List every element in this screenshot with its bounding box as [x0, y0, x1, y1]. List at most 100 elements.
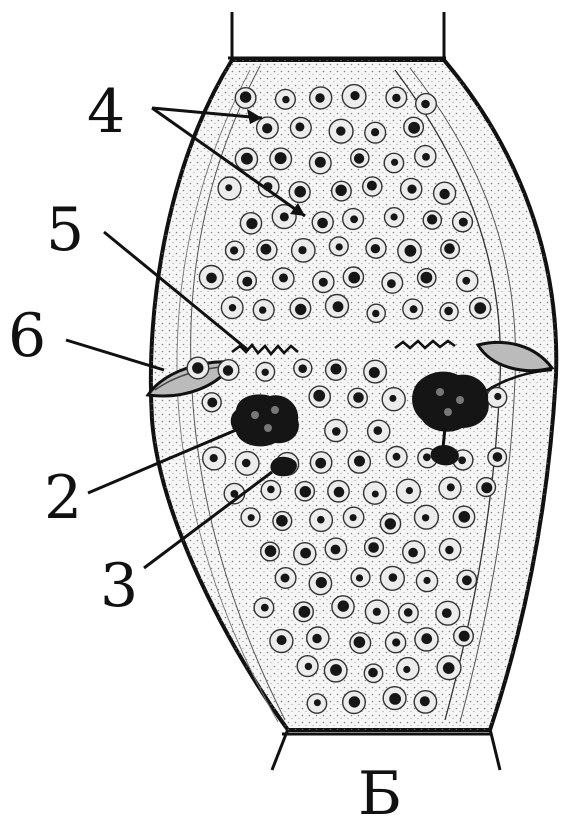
granule-core	[349, 696, 360, 707]
granule-core	[246, 218, 257, 229]
granule-core	[421, 633, 432, 644]
granule-core	[459, 631, 470, 642]
granule-core	[259, 306, 266, 313]
granule-core	[350, 215, 358, 223]
granule-core	[368, 542, 379, 553]
granule-core	[230, 246, 238, 254]
granule-core	[391, 159, 398, 166]
granule-core	[420, 696, 430, 706]
granule-core	[369, 367, 380, 378]
granule-core	[313, 390, 325, 402]
label-5: 5	[46, 200, 84, 260]
granule-core	[385, 518, 396, 529]
granule-core	[242, 459, 251, 468]
label-6: 6	[8, 306, 46, 366]
granule-core	[334, 487, 345, 498]
granule-core	[317, 516, 325, 524]
granule-core	[314, 699, 321, 706]
granule-core	[372, 491, 379, 498]
granule-core	[312, 634, 321, 643]
granule-core	[392, 638, 400, 646]
granule-core	[494, 393, 501, 400]
granule-core	[372, 310, 379, 317]
granule-core	[387, 279, 396, 288]
granule-core	[338, 600, 349, 611]
granule-core	[367, 181, 377, 191]
granule-core	[261, 244, 272, 255]
granule-core	[336, 126, 345, 135]
granule-core	[445, 546, 453, 554]
granule-core	[374, 426, 383, 435]
granule-core	[207, 398, 217, 408]
granule-core	[281, 574, 290, 583]
granule-core	[459, 511, 471, 523]
granule-core	[371, 128, 379, 136]
granule-core	[319, 278, 328, 287]
granule-core	[295, 304, 306, 315]
granule-core	[210, 454, 218, 462]
granule-core	[354, 153, 364, 163]
granule-core	[335, 185, 346, 196]
granule-core	[348, 272, 360, 284]
granule-core	[406, 487, 413, 494]
granule-core	[403, 666, 410, 673]
granule-core	[316, 577, 327, 588]
granule-core	[331, 545, 341, 555]
granule-core	[439, 189, 449, 199]
granule-core	[241, 153, 253, 165]
granule-core	[373, 608, 381, 616]
granule-core	[294, 186, 306, 198]
granule-core	[444, 307, 453, 316]
granule-core	[407, 185, 416, 194]
granule-core	[427, 214, 437, 224]
granule-core	[332, 427, 341, 436]
granule-core	[350, 91, 359, 100]
granule-core	[333, 301, 344, 312]
granule-core	[444, 243, 455, 254]
granule-core	[354, 636, 366, 648]
granule-core	[331, 364, 342, 375]
granule-core	[261, 604, 269, 612]
granule-core	[275, 152, 287, 164]
granule-core	[356, 574, 363, 581]
granule-core	[421, 272, 433, 284]
granule-core	[242, 277, 252, 287]
granule-core	[225, 184, 232, 191]
nucleus-left	[231, 394, 299, 446]
granule-core	[368, 668, 378, 678]
granule-core	[330, 664, 342, 676]
granule-core	[462, 277, 470, 285]
granule-core	[315, 458, 326, 469]
granule-core	[240, 91, 251, 102]
granule-core	[262, 369, 269, 376]
granule-core	[392, 94, 400, 102]
granule-core	[299, 606, 311, 618]
label-3: 3	[100, 556, 138, 616]
granule-core	[458, 456, 466, 464]
granule-core	[422, 514, 429, 521]
granule-core	[206, 273, 217, 284]
figure-caption: Б	[358, 764, 402, 824]
granule-core	[282, 96, 289, 103]
granule-core	[267, 486, 275, 494]
granule-core	[462, 575, 472, 585]
granule-core	[315, 157, 326, 168]
label-4: 4	[87, 82, 125, 142]
granule-core	[280, 212, 289, 221]
granule-core	[493, 452, 503, 462]
granule-core	[408, 122, 420, 134]
granule-core	[262, 123, 272, 133]
granule-core	[447, 483, 455, 491]
granule-core	[481, 482, 492, 493]
granule-core	[389, 395, 396, 402]
granule-core	[350, 514, 357, 521]
granule-core	[442, 608, 452, 618]
granule-core	[317, 218, 328, 229]
granule-core	[336, 243, 343, 250]
granule-core	[443, 662, 455, 674]
granule-core	[300, 548, 311, 559]
label-2: 2	[44, 468, 82, 528]
granule-core	[192, 362, 203, 373]
